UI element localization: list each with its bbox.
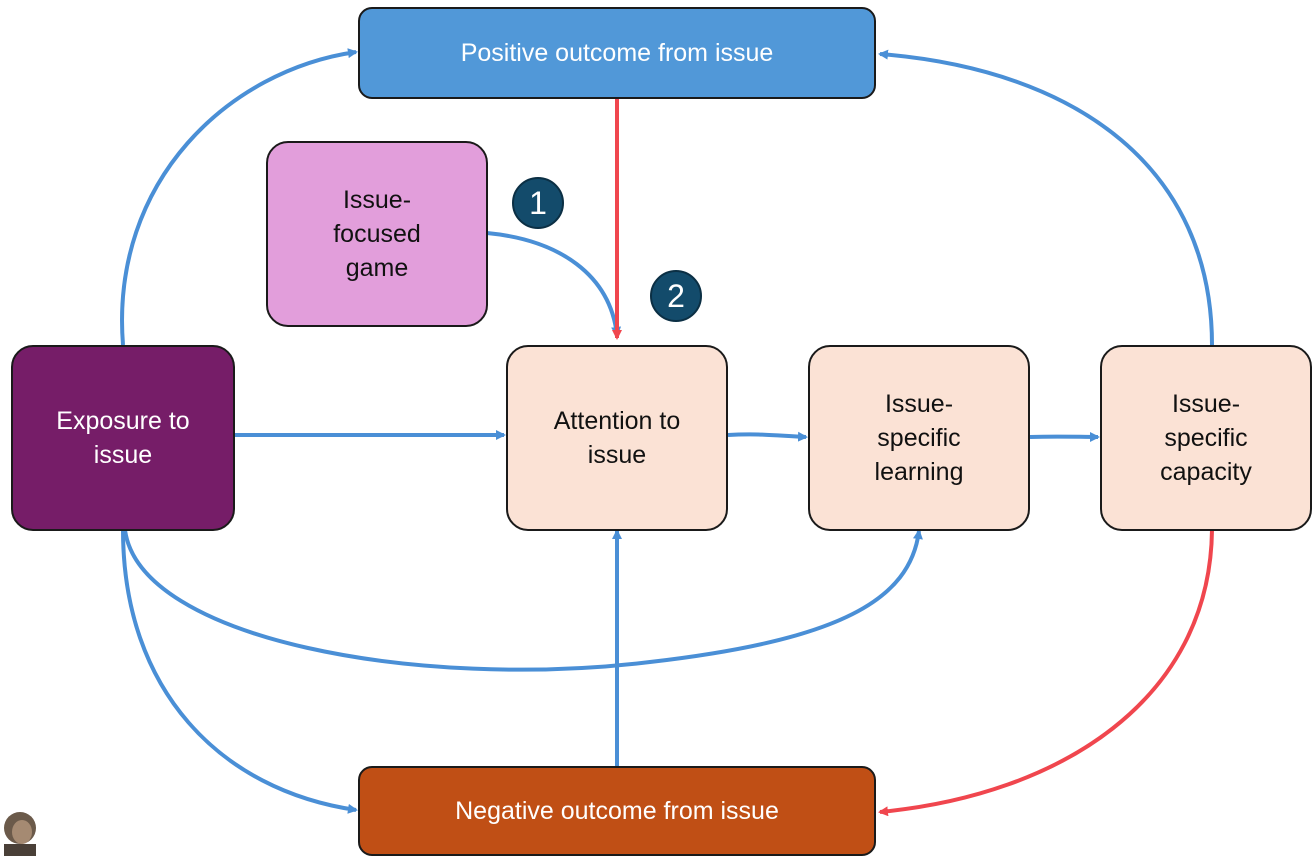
negative-outcome-node: Negative outcome from issue xyxy=(358,766,876,856)
attention-label: Attention to issue xyxy=(553,407,681,469)
learning-node: Issue- specific learning xyxy=(808,345,1030,531)
badge-2-number: 2 xyxy=(667,277,685,314)
learning-label: Issue- specific learning xyxy=(874,390,964,486)
positive-outcome-node: Positive outcome from issue xyxy=(358,7,876,99)
edge-capacity-to-negative xyxy=(878,529,1214,817)
edge-game-to-attention xyxy=(486,231,622,337)
edge-exposure-to-negative xyxy=(121,529,358,814)
attention-node: Attention to issue xyxy=(506,345,728,531)
exposure-node: Exposure to issue xyxy=(11,345,235,531)
badge-1-number: 1 xyxy=(529,184,547,221)
presenter-avatar xyxy=(0,808,40,856)
badge-1: 1 xyxy=(512,177,564,229)
exposure-label: Exposure to issue xyxy=(56,407,190,469)
edge-exposure-to-positive xyxy=(120,48,358,346)
edge-capacity-to-positive xyxy=(878,49,1214,346)
capacity-label: Issue- specific capacity xyxy=(1160,390,1252,486)
issue-focused-game-label: Issue- focused game xyxy=(333,186,421,282)
positive-outcome-label: Positive outcome from issue xyxy=(460,39,774,67)
capacity-node: Issue- specific capacity xyxy=(1100,345,1312,531)
edge-attention-to-learning xyxy=(727,431,808,442)
badge-2: 2 xyxy=(650,270,702,322)
issue-focused-game-node: Issue- focused game xyxy=(266,141,488,327)
edge-exposure-to-learning xyxy=(123,529,923,672)
negative-outcome-label: Negative outcome from issue xyxy=(455,797,779,825)
